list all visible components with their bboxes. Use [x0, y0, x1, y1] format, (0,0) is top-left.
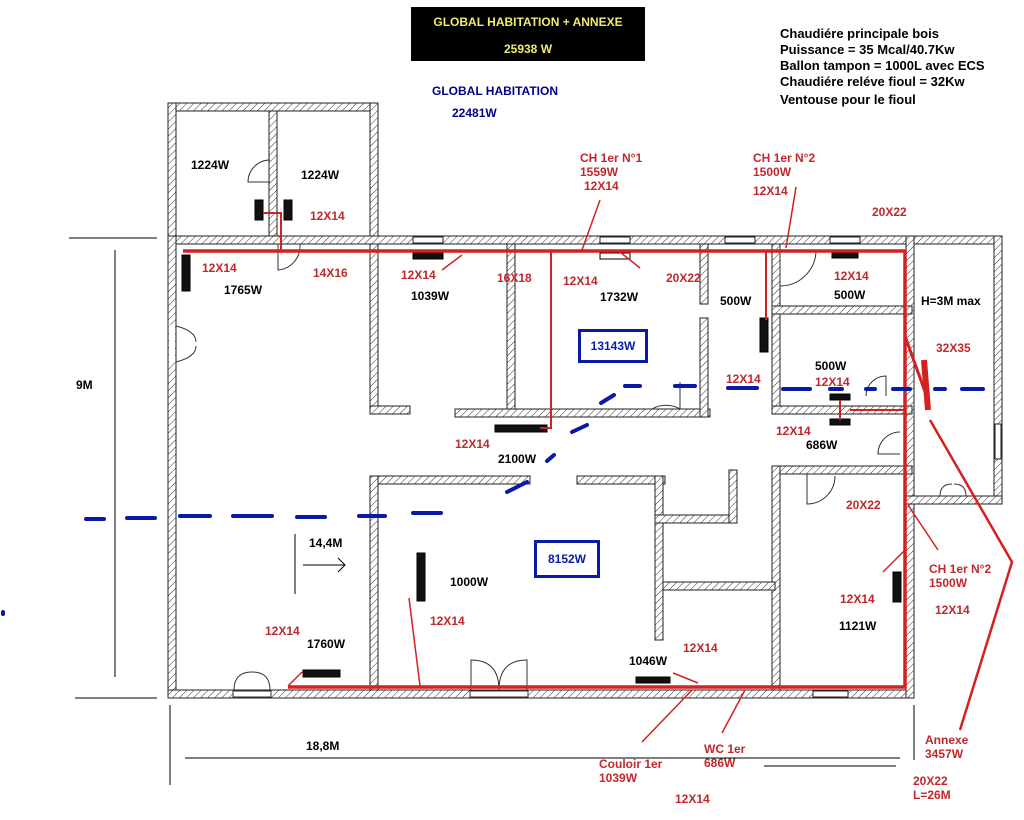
pipe-size: 14X16 — [313, 266, 348, 280]
room-power: 500W — [834, 288, 866, 302]
pipe-size: 20X22 — [872, 205, 907, 219]
room-power: 1224W — [191, 158, 230, 172]
pipe-size: 12X14 — [834, 269, 869, 283]
room-power: 1765W — [224, 283, 263, 297]
room-power: 686W — [806, 438, 838, 452]
habitation-total: 22481W — [452, 106, 497, 120]
radiator-icon — [283, 199, 293, 221]
ch2-name: CH 1er N°2 — [753, 151, 816, 165]
dimension-width-partial: 14,4M — [309, 536, 343, 550]
annex-height: H=3M max — [921, 294, 981, 308]
global-total: 25938 W — [503, 42, 553, 56]
note-line: Puissance = 35 Mcal/40.7Kw — [780, 42, 955, 57]
walls — [167, 102, 1003, 699]
room-power: 1046W — [629, 654, 668, 668]
pipe-size: 12X14 — [675, 792, 710, 806]
ch1-power: 1559W — [580, 165, 619, 179]
ch2-right-label: CH 1er N°2 1500W — [929, 562, 991, 590]
room-power: 1760W — [307, 637, 346, 651]
zone-total-upper: 13143W — [578, 329, 648, 363]
annex-pipe-length: L=26M — [913, 788, 951, 802]
global-total-box: GLOBAL HABITATION + ANNEXE 25938 W — [411, 7, 645, 61]
room-power: 500W — [720, 294, 752, 308]
ch2-name: CH 1er N°2 — [929, 562, 992, 576]
ch1-label: CH 1er N°1 1559W 12X14 — [580, 151, 642, 193]
radiator-icon — [254, 199, 264, 221]
pipe-size: 12X14 — [430, 614, 465, 628]
dimension-width-total: 18,8M — [306, 739, 340, 753]
windows — [412, 236, 1002, 698]
pipe-size: 32X35 — [936, 341, 971, 355]
wc-name: WC 1er — [704, 742, 746, 756]
section-line — [1, 384, 985, 616]
doors — [169, 159, 967, 698]
note-line: Chaudiére principale bois — [780, 26, 939, 41]
radiators — [181, 199, 902, 684]
radiator-icon — [494, 424, 548, 433]
radiator-icon — [412, 252, 444, 260]
radiator-icon — [302, 669, 341, 678]
radiator-icon — [831, 252, 859, 259]
note-line: Ballon tampon = 1000L avec ECS — [780, 58, 985, 73]
annexe-name: Annexe — [925, 733, 969, 747]
room-power: 500W — [815, 359, 847, 373]
boiler-notes: Chaudiére principale bois Puissance = 35… — [780, 26, 985, 108]
pipe-size: 12X14 — [455, 437, 490, 451]
radiator-icon — [829, 393, 851, 401]
pipe-size: 20X22 — [846, 498, 881, 512]
heating-pipes — [183, 186, 1014, 743]
pipe-size: 20X22 — [666, 271, 701, 285]
ch2-top-label: CH 1er N°2 1500W 12X14 — [753, 151, 815, 198]
radiator-icon — [599, 252, 631, 260]
wc-power: 686W — [704, 756, 736, 770]
ch1-name: CH 1er N°1 — [580, 151, 643, 165]
couloir-power: 1039W — [599, 771, 638, 785]
note-line: Chaudiére reléve fioul = 32Kw — [780, 74, 965, 89]
room-power: 1224W — [301, 168, 340, 182]
annex-pipe-label: 20X22 L=26M — [913, 774, 951, 802]
annexe-label: Annexe 3457W — [925, 733, 968, 761]
room-power: 2100W — [498, 452, 537, 466]
pipe-size: 12X14 — [401, 268, 436, 282]
ch2-pipe: 12X14 — [753, 184, 788, 198]
pipe-size: 12X14 — [310, 209, 345, 223]
pipe-size: 12X14 — [776, 424, 811, 438]
radiator-icon — [416, 552, 426, 602]
annexe-power: 3457W — [925, 747, 964, 761]
pipe-size: 12X14 — [840, 592, 875, 606]
pipe-size: 12X14 — [815, 375, 850, 389]
habitation-title: GLOBAL HABITATION — [432, 84, 558, 98]
pipe-size: 12X14 — [563, 274, 598, 288]
global-title: GLOBAL HABITATION + ANNEXE — [433, 15, 623, 29]
room-power: 1732W — [600, 290, 639, 304]
ch1-pipe: 12X14 — [584, 179, 619, 193]
couloir-label: Couloir 1er 1039W — [599, 757, 662, 785]
pipe-size: 12X14 — [202, 261, 237, 275]
room-power: 1121W — [839, 619, 877, 633]
zone-total-lower: 8152W — [534, 540, 600, 578]
note-line: Ventouse pour le fioul — [780, 92, 916, 107]
radiator-icon — [892, 571, 902, 603]
room-power: 1039W — [411, 289, 450, 303]
pipe-size: 16X18 — [497, 271, 532, 285]
wc-label: WC 1er 686W — [704, 742, 745, 770]
pipe-size: 12X14 — [683, 641, 718, 655]
couloir-name: Couloir 1er — [599, 757, 663, 771]
dimension-height: 9M — [76, 378, 93, 392]
radiator-icon — [635, 676, 671, 684]
pipe-size: 12X14 — [726, 372, 761, 386]
annex-pipe-size: 20X22 — [913, 774, 948, 788]
ch2-power: 1500W — [929, 576, 968, 590]
dimension-lines — [69, 237, 915, 785]
ch2-power: 1500W — [753, 165, 792, 179]
pipe-size: 12X14 — [935, 603, 970, 617]
room-power: 1000W — [450, 575, 489, 589]
pipe-size: 12X14 — [265, 624, 300, 638]
radiator-icon — [181, 254, 191, 292]
radiator-icon — [759, 317, 769, 353]
